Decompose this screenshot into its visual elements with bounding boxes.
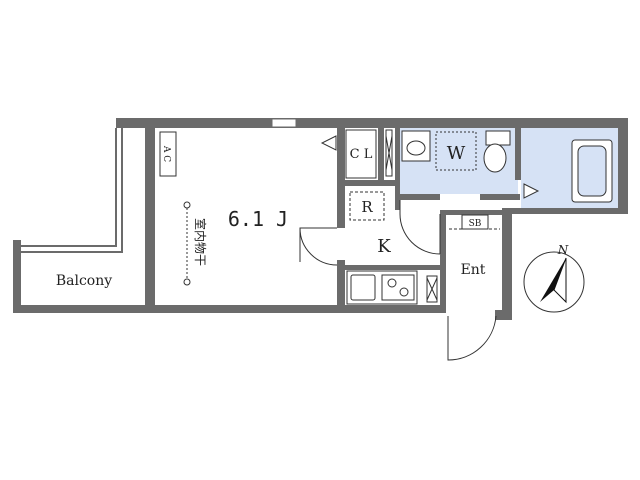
aircon: A C xyxy=(159,131,177,177)
balcony-label: Balcony xyxy=(56,273,112,289)
main-room-label: 6.1 J xyxy=(228,207,288,231)
north-label: N xyxy=(557,243,569,257)
top-window xyxy=(271,118,297,128)
kitchen-label: K xyxy=(377,236,391,257)
shoe-box-label: SB xyxy=(469,219,482,229)
drying-rack-label: 室内物干 xyxy=(193,218,208,266)
kitchen-counter xyxy=(346,270,418,305)
refrigerator: R xyxy=(349,191,385,221)
north-arrow-icon xyxy=(540,258,566,302)
sink xyxy=(350,274,376,301)
interior-walls xyxy=(337,128,521,313)
bathtub xyxy=(571,139,613,203)
drying-rack: 室内物干 xyxy=(183,201,208,286)
closet: C L xyxy=(345,129,377,179)
shoe-box: SB xyxy=(461,214,489,230)
toilet xyxy=(483,130,511,173)
compass: N xyxy=(523,243,585,313)
exterior-walls xyxy=(13,118,628,320)
balcony-rails xyxy=(21,128,153,300)
opening-markers xyxy=(320,135,540,199)
stove xyxy=(381,274,415,301)
washer-label: W xyxy=(447,143,466,164)
washer-space: W xyxy=(435,131,477,171)
entrance-label: Ent xyxy=(461,262,486,278)
kitchen-pole xyxy=(426,275,438,303)
aircon-label: A C xyxy=(161,145,171,162)
closet-pole xyxy=(385,129,393,177)
washbasin xyxy=(401,130,431,162)
closet-label: C L xyxy=(350,147,373,162)
doors xyxy=(299,200,497,361)
refrigerator-label: R xyxy=(361,198,373,216)
